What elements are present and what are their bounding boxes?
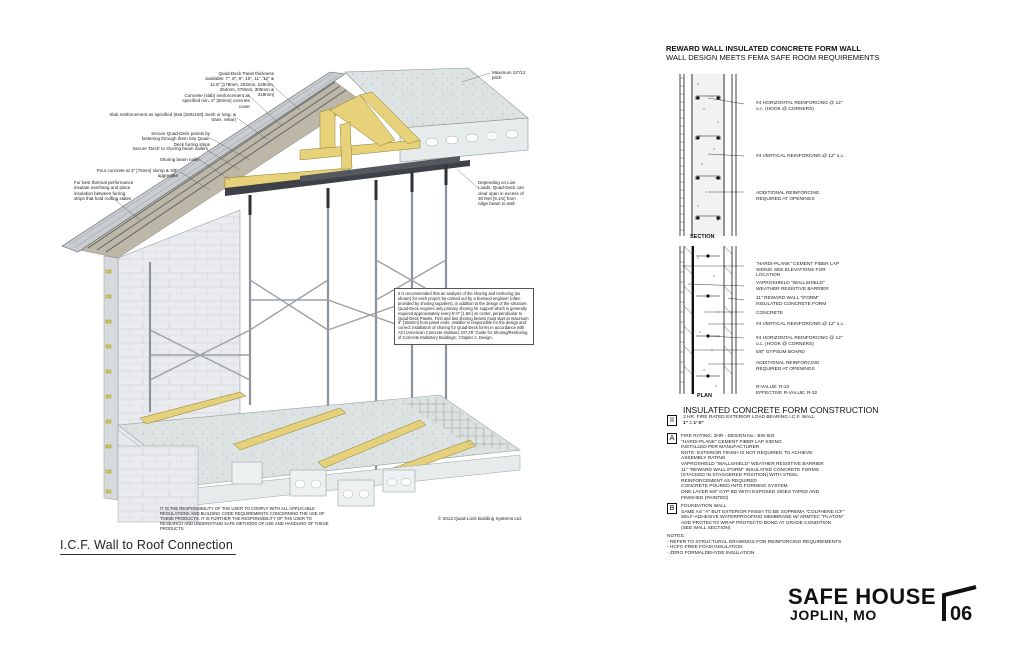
assembly-a-notes: FIRE RATING: 3HR - DESIGN No.: BW 503 "H… [681, 434, 841, 501]
wall-section-svg [678, 74, 745, 236]
a-line: ONE LAYER 5/8" GYP BD WITH EXPOSED SIDES… [681, 489, 820, 495]
a-line: 11" "REWARD WALL iFORM" INSULATED CONCRE… [681, 467, 819, 473]
sheet-number: 06 [950, 603, 973, 625]
plan-note-openings: ADDITIONAL REINFORCING REQUIRED AT OPENI… [756, 361, 820, 372]
tag-a: A [667, 433, 677, 444]
plan-note-icf: 11" REWARD WALL "iFORM" INSULATED CONCRE… [756, 296, 827, 307]
roof-connection-illustration [61, 67, 529, 523]
plan-note-vertical: #4 VERTICAL REINFORCING @ 12" o.c. [756, 322, 845, 327]
a-line: REINFORCEMENT AS REQUIRED [681, 478, 757, 484]
effective-r-value: EFFECTIVE R-VALUE: R-32 [756, 391, 818, 396]
plan-note-horizontal: #4 HORIZONTAL REINFORCING @ 12" o.c. (HO… [756, 336, 843, 347]
b-line: (SEE WALL SECTION) [681, 526, 731, 532]
roof-connection-drawing [61, 67, 529, 523]
tag-ii-description: 3 HR. FIRE RATED EXTERIOR LOAD BEARING I… [683, 415, 815, 420]
a-line: NOTE: EXTERIOR FINISH IS NOT REQUIRED TO… [681, 450, 813, 456]
callout-concrete-reinforcement: Concrete (slab) reinforcement as specifi… [182, 93, 250, 109]
section-note-openings: ADDITIONAL REINFORCING REQUIRED AT OPENI… [756, 191, 820, 202]
a-line: INSTALLED PER MANUFACTURER [681, 445, 760, 451]
note-line: - REFER TO STRUCTURAL DRAWINGS FOR REINF… [667, 539, 842, 545]
tag-ii: II [667, 415, 677, 426]
copyright-note: © 2013 Quad-Lock Building Systems Ltd. [438, 516, 523, 521]
sheet-bracket-svg [942, 585, 977, 621]
plan-note-wrb: VAPROSHIELD "WALLSHIELD" WEATHER RESISTI… [756, 281, 829, 292]
construction-scale: 1" = 1'-0" [683, 421, 704, 426]
callout-shoring-nailer: Shoring beam nailer [159, 157, 200, 162]
caption-underline [60, 554, 236, 555]
a-line: VAPROSHIELD "WALLSHIELD" WEATHER RESISTI… [681, 461, 824, 467]
construction-title: INSULATED CONCRETE FORM CONSTRUCTION [683, 405, 879, 415]
wall-plan-drawing [674, 245, 745, 394]
b-line: FOUNDATION WALL [681, 504, 727, 509]
drawing-caption: I.C.F. Wall to Roof Connection [60, 538, 233, 552]
shoring-disclaimer: It is recommended that an analysis of th… [394, 288, 534, 346]
section-label: SECTION [690, 234, 715, 240]
a-line: "HARDI-PLANK" CEMENT FIBER LAP SIDING [681, 439, 782, 445]
a-line: FIRE RATING: 3HR - DESIGN No.: BW 503 [681, 434, 775, 439]
sheet-bracket-icon [942, 585, 978, 623]
plan-note-siding: "HARDI-PLANK" CEMENT FIBER LAP SIDING SE… [756, 262, 839, 279]
callout-clear-span: Depending on Live Loads, Quad-Deck can c… [478, 180, 525, 207]
responsibility-note: IT IS THE RESPONSIBILITY OF THE USER TO … [160, 506, 329, 531]
b-line: SAME AS "A" BUT EXTERIOR FINISH TO BE SO… [681, 509, 845, 515]
plan-note-gypsum: 5/8" GYPSUM BOARD [756, 350, 805, 355]
callout-thermal-performance: For best thermal performance insulate ov… [74, 180, 134, 201]
a-line: FINISHED (PAINTED) [681, 495, 729, 501]
project-location: JOPLIN, MO [790, 607, 877, 623]
plan-label: PLAN [697, 393, 712, 399]
tag-b: B [667, 503, 677, 514]
assembly-b-notes: FOUNDATION WALL SAME AS "A" BUT EXTERIOR… [681, 504, 851, 532]
wall-title: REWARD WALL INSULATED CONCRETE FORM WALL [666, 44, 862, 53]
wall-subtitle: WALL DESIGN MEETS FEMA SAFE ROOM REQUIRE… [666, 53, 880, 62]
callout-slab-reinforcement: Slab reinforcement as specified (6x6 [15… [109, 112, 236, 123]
r-value: R-VALUE: R-22 [756, 385, 790, 390]
callout-panel-thickness: Quad-Deck Panel thickness available: 7",… [205, 71, 274, 98]
plan-note-concrete: CONCRETE [756, 311, 783, 316]
a-line: CONCRETE POURED INTO FORMING SYSTEM [681, 484, 788, 490]
a-line: ASSEMBLY RATING [681, 456, 726, 462]
note-line: - ZERO FORMALDEHYDE INSULATION [667, 550, 755, 556]
general-notes: NOTES: - REFER TO STRUCTURAL DRAWINGS FO… [667, 534, 847, 556]
callout-secure-deck: Secure 'Deck' to shoring beam nailers [132, 146, 208, 151]
b-line: ADD PROTECTO WRAP PROTECTO BOND AT GRADE… [681, 520, 832, 526]
callout-secure-panels: Secure Quad-Deck panels by fastening thr… [141, 131, 210, 147]
note-line: - HCFC-FREE FOAM INSULATION [667, 545, 743, 551]
b-line: SELF-ADHESIVE WATERPROOFING MEMBRANE W/ … [681, 515, 844, 521]
wall-plan-svg [679, 245, 745, 394]
callout-pour-concrete: Pour concrete at 3" [75mm] slump & 3/8" … [96, 168, 178, 179]
a-line: (STACKED IN STAGGERED POSITION) WITH STE… [681, 473, 799, 479]
callout-max-pitch: Maximum 12”/12 pitch [492, 70, 526, 81]
section-note-horizontal: #4 HORIZONTAL REINFORCING @ 12" o.c. (HO… [756, 101, 843, 112]
wall-section-drawing [674, 74, 745, 236]
notes-title: NOTES: [667, 534, 685, 539]
project-title: SAFE HOUSE [788, 584, 937, 609]
section-note-vertical: #4 VERTICAL REINFORCING @ 12" o.c. [756, 154, 845, 159]
